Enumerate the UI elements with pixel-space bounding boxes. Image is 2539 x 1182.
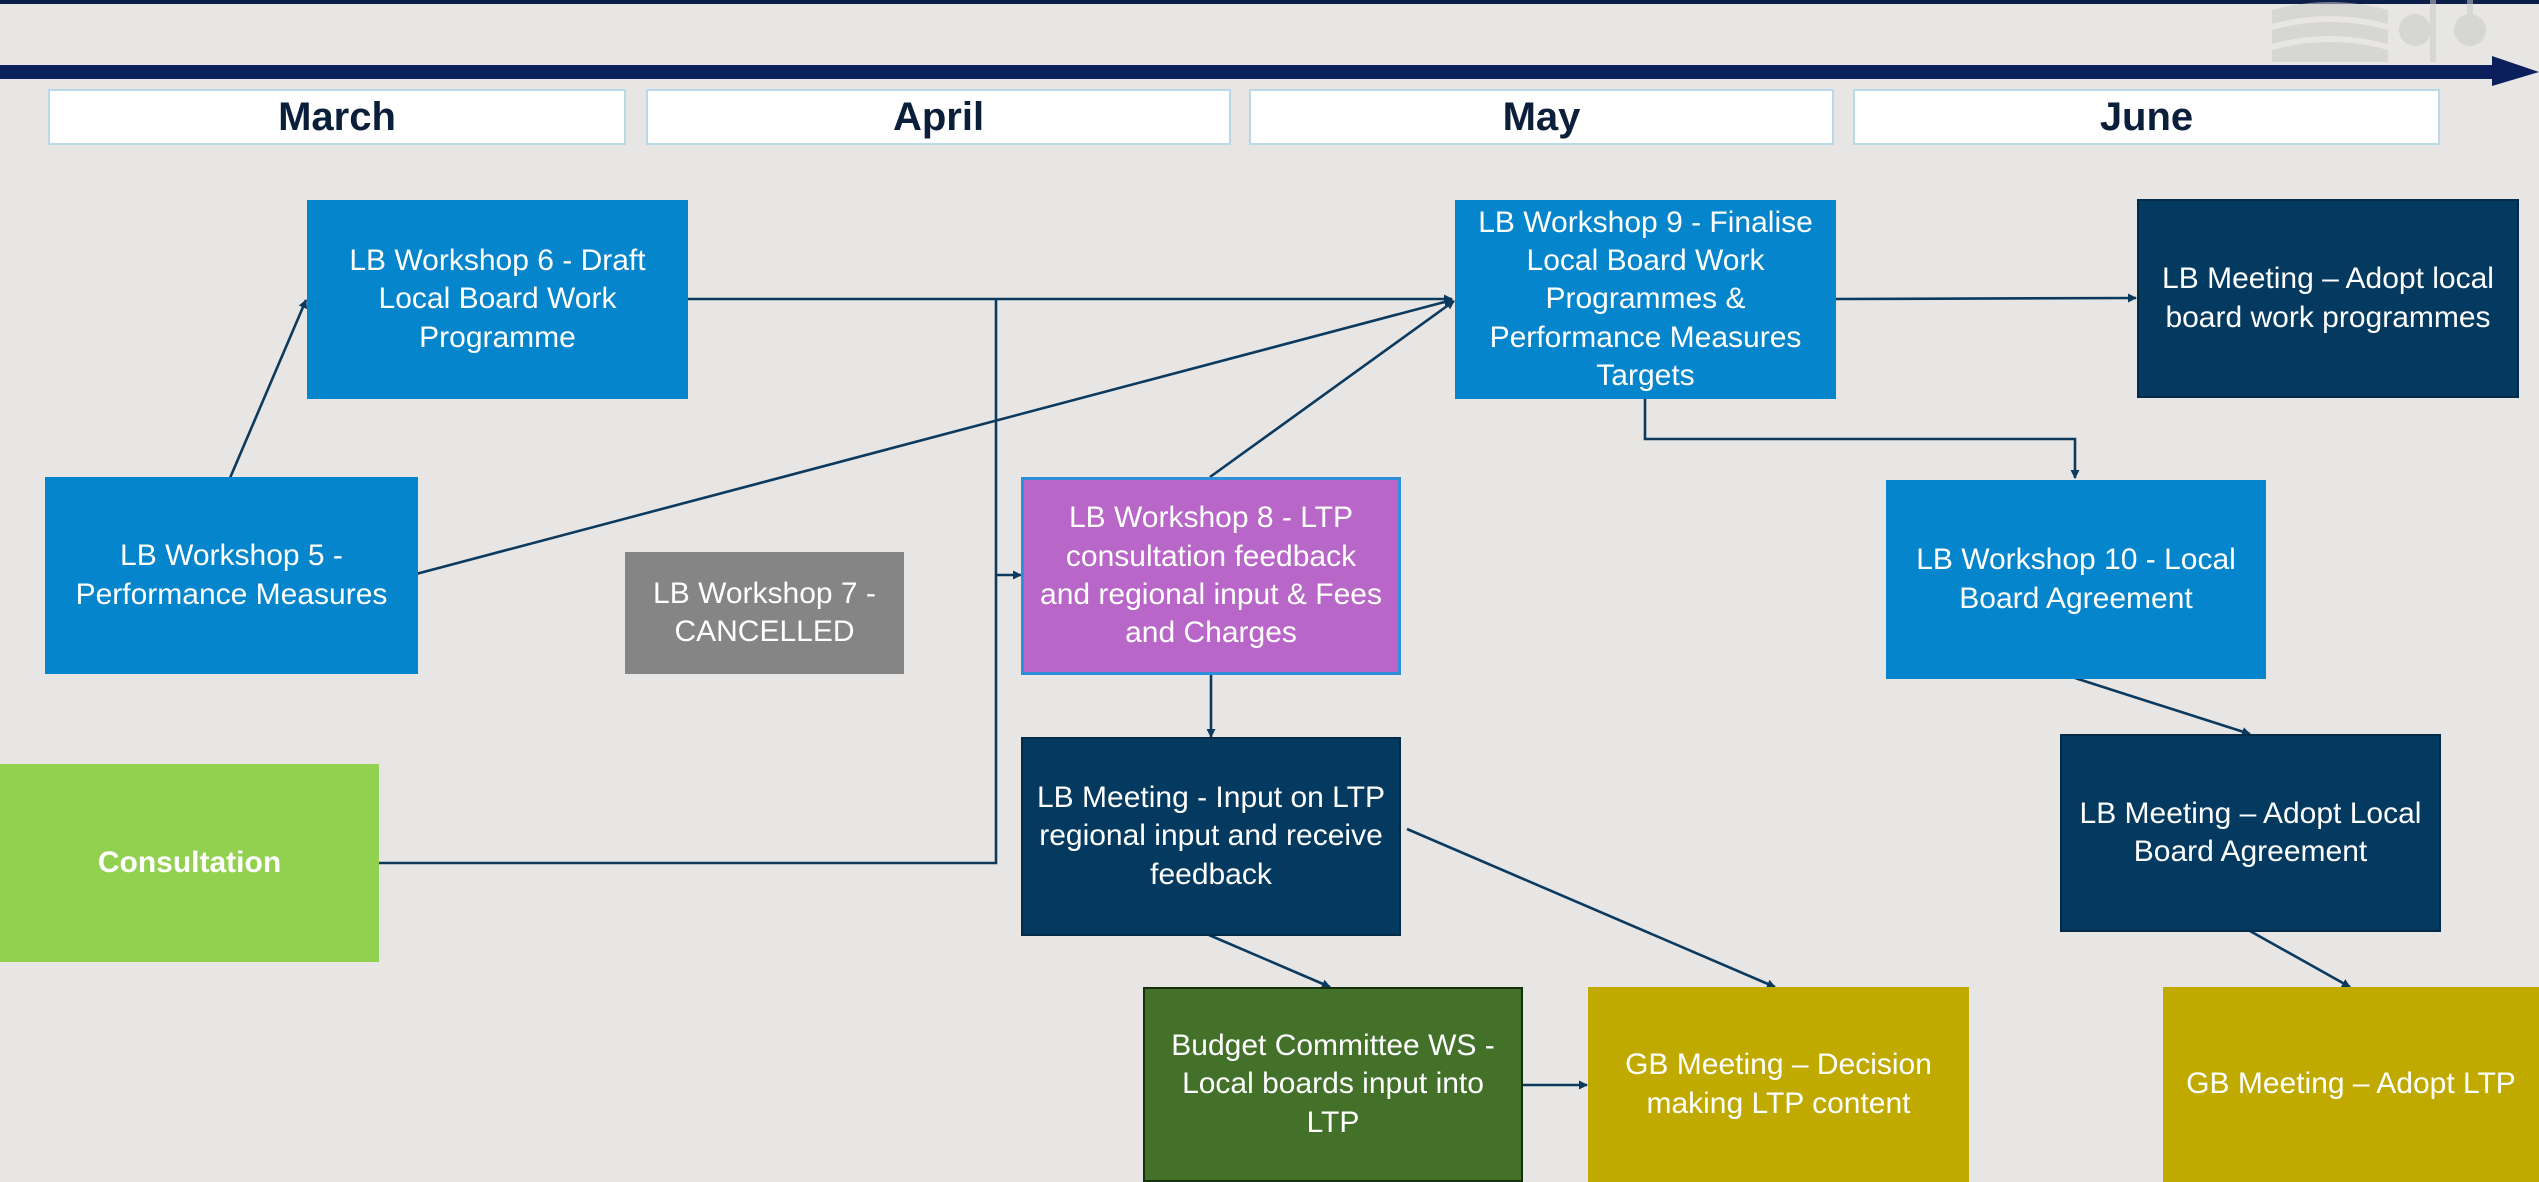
budget-committee-box: Budget Committee WS - Local boards input… xyxy=(1143,987,1523,1182)
gb-meeting-adopt-ltp-box: GB Meeting – Adopt LTP xyxy=(2163,987,2539,1182)
connector-ws10-adopt-lba xyxy=(2074,676,2251,736)
month-march: March xyxy=(48,89,626,145)
lb-meeting-adopt-lba-box: LB Meeting – Adopt Local Board Agreement xyxy=(2060,734,2441,932)
gb-meeting-adopt-ltp-label: GB Meeting – Adopt LTP xyxy=(2186,1067,2516,1101)
lb-workshop-6-label: LB Workshop 6 - Draft Local Board Work P… xyxy=(349,243,646,354)
lb-workshop-9-label: LB Workshop 9 - Finalise Local Board Wor… xyxy=(1478,205,1813,393)
connector-meeting-budget xyxy=(1208,933,1331,989)
council-logo-icon xyxy=(2272,0,2486,62)
month-may: May xyxy=(1249,89,1834,145)
consultation-box: Consultation xyxy=(0,764,379,962)
lb-meeting-input-label: LB Meeting - Input on LTP regional input… xyxy=(1037,780,1385,891)
month-june: June xyxy=(1853,89,2440,145)
lb-workshop-7-label: LB Workshop 7 - CANCELLED xyxy=(653,576,876,648)
lb-workshop-5-box: LB Workshop 5 - Performance Measures xyxy=(45,477,418,674)
lb-workshop-7-box: LB Workshop 7 - CANCELLED xyxy=(625,552,904,674)
connector-lba-gb xyxy=(2249,929,2351,989)
lb-workshop-9-box: LB Workshop 9 - Finalise Local Board Wor… xyxy=(1455,200,1836,399)
connector-ws9-adopt-wp xyxy=(1835,293,2137,303)
budget-committee-label: Budget Committee WS - Local boards input… xyxy=(1171,1028,1495,1139)
consultation-label: Consultation xyxy=(97,845,282,879)
lb-meeting-adopt-wp-label: LB Meeting – Adopt local board work prog… xyxy=(2162,262,2494,334)
connector-meeting-gb xyxy=(1406,827,1776,989)
lb-meeting-adopt-wp-box: LB Meeting – Adopt local board work prog… xyxy=(2137,199,2519,398)
top-border xyxy=(0,0,2539,4)
timeline-arrow xyxy=(0,56,2539,86)
lb-workshop-10-label: LB Workshop 10 - Local Board Agreement xyxy=(1916,543,2236,615)
month-april: April xyxy=(646,89,1231,145)
connector-ws9-ws10 xyxy=(1643,398,2080,479)
connector-ws5-ws6 xyxy=(228,299,308,479)
lb-workshop-8-box: LB Workshop 8 - LTP consultation feedbac… xyxy=(1021,477,1401,675)
gb-meeting-decision-box: GB Meeting – Decision making LTP content xyxy=(1588,987,1969,1182)
connector-ws8-ws9 xyxy=(1209,299,1455,479)
lb-meeting-input-box: LB Meeting - Input on LTP regional input… xyxy=(1021,737,1401,936)
gb-meeting-decision-label: GB Meeting – Decision making LTP content xyxy=(1625,1048,1932,1120)
lb-workshop-8-label: LB Workshop 8 - LTP consultation feedbac… xyxy=(1040,501,1382,650)
lb-workshop-6-box: LB Workshop 6 - Draft Local Board Work P… xyxy=(307,200,688,399)
lb-workshop-10-box: LB Workshop 10 - Local Board Agreement xyxy=(1886,480,2266,679)
lb-workshop-5-label: LB Workshop 5 - Performance Measures xyxy=(75,539,388,611)
lb-meeting-adopt-lba-label: LB Meeting – Adopt Local Board Agreement xyxy=(2079,796,2422,868)
